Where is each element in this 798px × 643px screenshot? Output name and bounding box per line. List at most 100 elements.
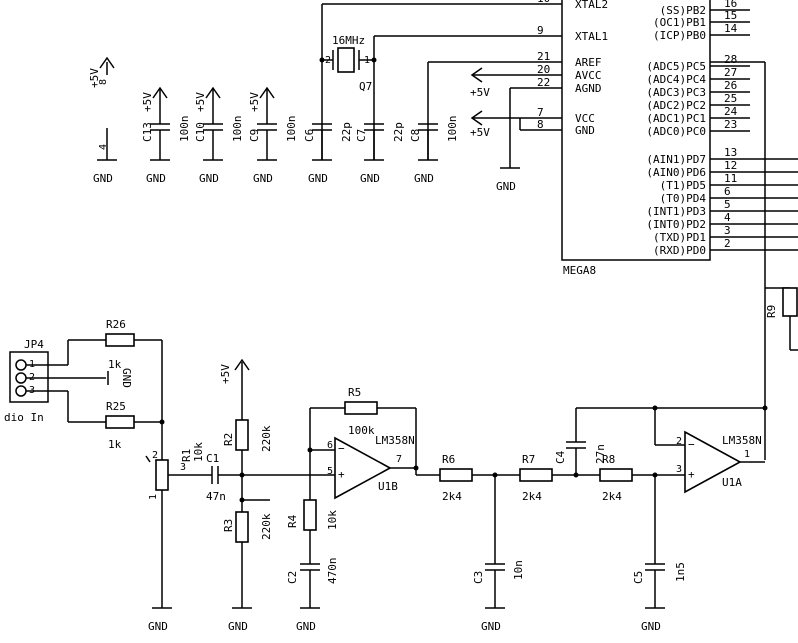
- mega8-right-pin-label: (INT0)PD2: [646, 218, 706, 231]
- r2-name: R2: [222, 433, 235, 446]
- pot-pin1: 1: [148, 494, 159, 500]
- crystal-value: 16MHz: [332, 34, 365, 47]
- r5-resistor: [344, 401, 378, 415]
- mega8-left-pin-num: 10: [537, 0, 550, 5]
- r3-name: R3: [222, 519, 235, 532]
- r2-resistor: [235, 419, 249, 451]
- r2-value: 220k: [260, 425, 273, 452]
- mega8-right-pin-label: (AIN1)PD7: [646, 153, 706, 166]
- r4-name: R4: [286, 514, 299, 528]
- gnd-label: GND: [228, 620, 248, 633]
- r5-name: R5: [348, 386, 361, 399]
- mega8-left-pin-label: AVCC: [575, 69, 602, 82]
- mega8-right-pin-num: 15: [724, 9, 737, 22]
- decap-name: C8: [409, 129, 422, 142]
- u1b-pin5: 5: [327, 466, 333, 477]
- c3-value: 10n: [512, 560, 525, 580]
- mega8-right-pin-label: (ADC3)PC3: [646, 86, 706, 99]
- mega8-right-pin-num: 16: [724, 0, 737, 10]
- decap-rail: +5V: [141, 92, 154, 112]
- r8-value: 2k4: [602, 490, 622, 503]
- decap-rail: +5V: [194, 92, 207, 112]
- crystal-pin2: 2: [325, 55, 331, 66]
- mega8-right-pin-label: (ADC2)PC2: [646, 99, 706, 112]
- mega8-right-pin-num: 11: [724, 172, 737, 185]
- mega8-right-pin-num: 13: [724, 146, 737, 159]
- c3-name: C3: [472, 571, 485, 584]
- mega8-right-pin-num: 3: [724, 224, 731, 237]
- r7-value: 2k4: [522, 490, 542, 503]
- c1-value: 47n: [206, 490, 226, 503]
- mega8-right-pin-label: (TXD)PD1: [653, 231, 706, 244]
- mega8-right-pin-num: 23: [724, 118, 737, 131]
- mega8-right-pin-num: 14: [724, 22, 738, 35]
- jp4-gnd: GND: [120, 368, 133, 388]
- gnd-label: GND: [308, 172, 328, 185]
- mega8-left-pin-num: 7: [537, 106, 544, 119]
- r5-value: 100k: [348, 424, 375, 437]
- decap-name: C7: [355, 129, 368, 142]
- c2-name: C2: [286, 571, 299, 584]
- mega8-right-pin-num: 6: [724, 185, 731, 198]
- gnd-pin-num: 4: [98, 144, 109, 150]
- mega8-right-pin-label: (T1)PD5: [660, 179, 706, 192]
- r26-value: 1k: [108, 358, 122, 371]
- gnd-label: GND: [641, 620, 661, 633]
- avcc-rail-label: +5V: [470, 86, 490, 99]
- r26-name: R26: [106, 318, 126, 331]
- r6-resistor: [439, 468, 473, 482]
- u1b-pin7: 7: [396, 454, 402, 465]
- mega8-right-pin-num: 24: [724, 105, 738, 118]
- mega8-right-pin-num: 4: [724, 211, 731, 224]
- mega8-right-pin-label: (RXD)PD0: [653, 244, 706, 257]
- decap-rail: +5V: [248, 92, 261, 112]
- mega8-left-pin-label: VCC: [575, 112, 595, 125]
- mega8-right-pin-label: (OC1)PB1: [653, 16, 706, 29]
- c4-value: 27n: [594, 444, 607, 464]
- supply-rail-label: +5V: [88, 68, 101, 88]
- u1a-minus: −: [688, 438, 695, 451]
- mega8-right-pin-num: 28: [724, 53, 737, 66]
- mega8-right-pin-label: (SS)PB2: [660, 4, 706, 17]
- mega8-right-pin-label: (AIN0)PD6: [646, 166, 706, 179]
- decap-name: C10: [194, 122, 207, 142]
- rail-arrow-icon: [152, 86, 168, 99]
- decap-value: 22p: [340, 122, 353, 142]
- u1a-part: LM358N: [722, 434, 762, 447]
- r4-value: 10k: [326, 510, 339, 530]
- pot-pin3: 3: [180, 462, 186, 473]
- r3-value: 220k: [260, 513, 273, 540]
- gnd-label: GND: [496, 180, 516, 193]
- mega8-left-pin-num: 8: [537, 118, 544, 131]
- mega8-left-pin-num: 21: [537, 50, 550, 63]
- mega8-left-pin-label: XTAL1: [575, 30, 608, 43]
- gnd-label: GND: [148, 620, 168, 633]
- r9-resistor: [782, 287, 798, 317]
- r26-resistor: [105, 333, 135, 347]
- r7-resistor: [519, 468, 553, 482]
- jp4-caption: dio In: [4, 411, 44, 424]
- decap-value: 100n: [231, 116, 244, 143]
- r1-name: R1: [180, 449, 193, 462]
- pot-pin2: 2: [152, 450, 158, 461]
- gnd-label: GND: [414, 172, 434, 185]
- r9-name: R9: [765, 305, 778, 318]
- u1b-part: LM358N: [375, 434, 415, 447]
- decap-name: C6: [303, 129, 316, 142]
- mega8-right-pin-num: 27: [724, 66, 737, 79]
- r4-resistor: [303, 499, 317, 531]
- mega8-right-pin-num: 26: [724, 79, 737, 92]
- u1b-minus: −: [338, 442, 345, 455]
- u1a-name: U1A: [722, 476, 742, 489]
- jp4-connector: [9, 351, 49, 403]
- mega8-right-pin-label: (INT1)PD3: [646, 205, 706, 218]
- r1-potentiometer: [155, 459, 169, 491]
- r6-value: 2k4: [442, 490, 462, 503]
- decap-name: C9: [248, 129, 261, 142]
- mega8-left-pin-num: 20: [537, 63, 550, 76]
- gnd-label: GND: [199, 172, 219, 185]
- rail-arrow-icon: [259, 86, 275, 99]
